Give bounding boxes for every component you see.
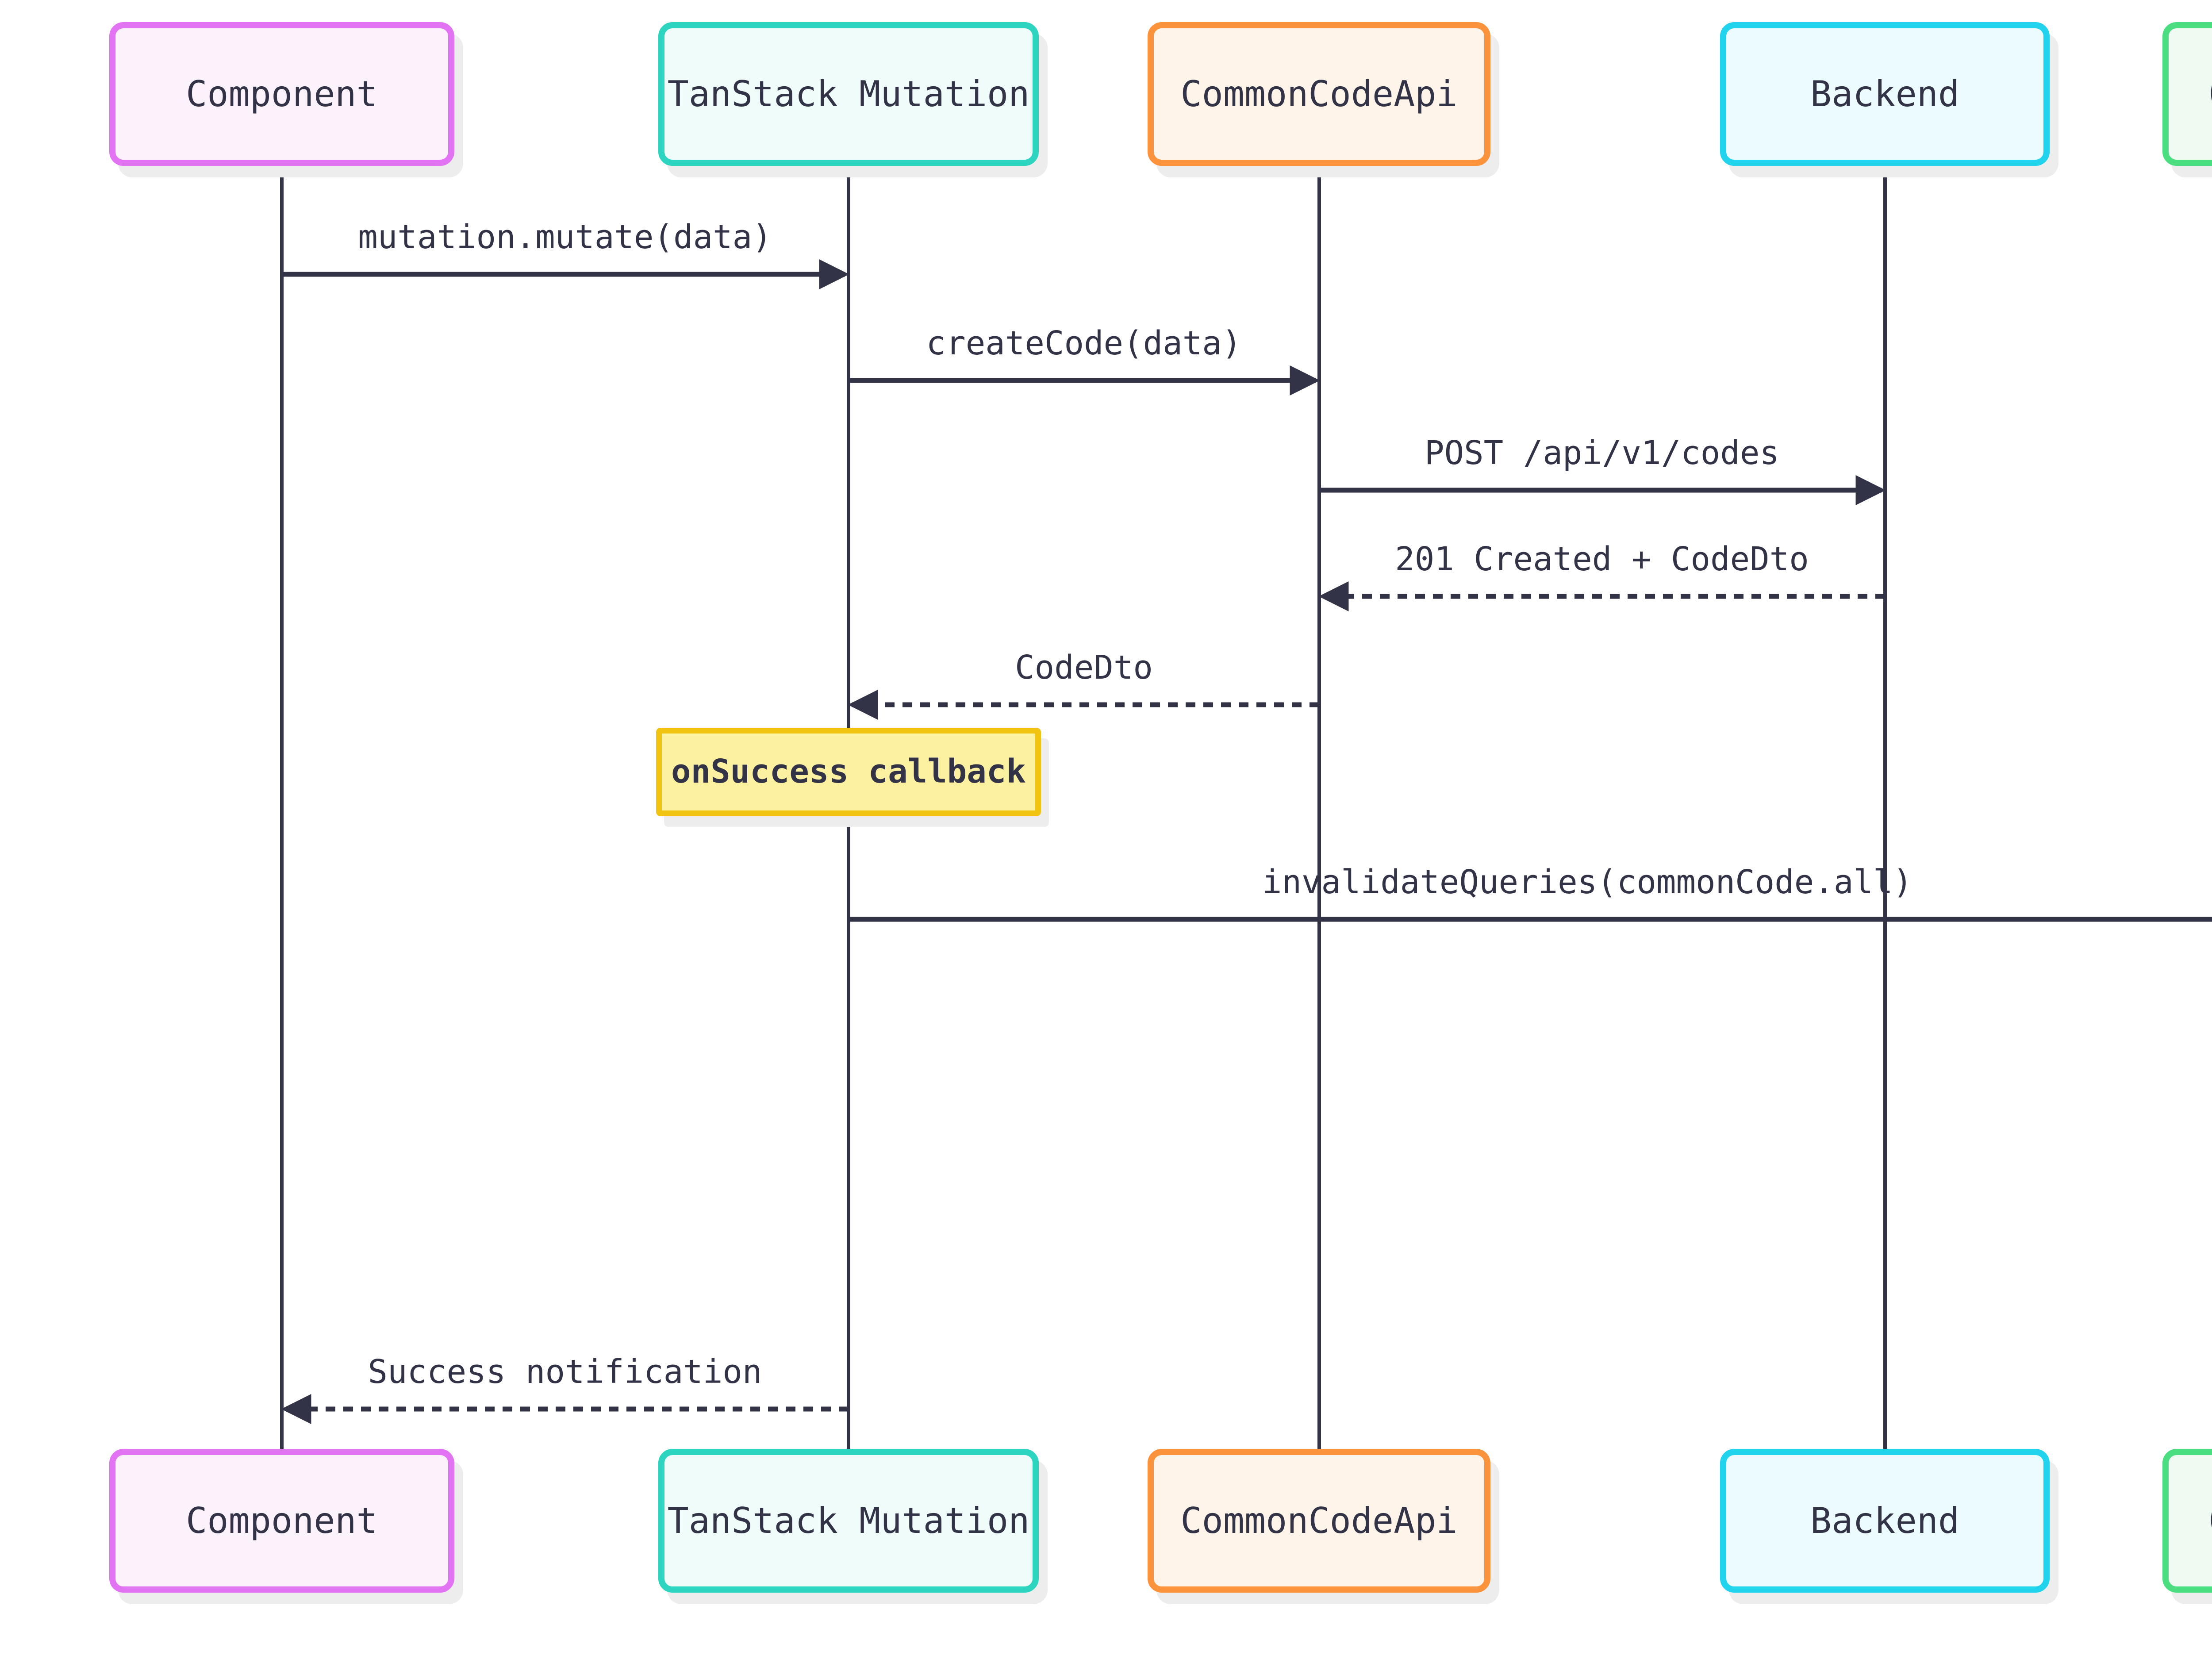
actor-label: QueryClient [2209, 1500, 2212, 1541]
actor-label: TanStack Mutation [667, 73, 1030, 115]
message-label-mutation-mutate: mutation.mutate(data) [358, 218, 772, 256]
actor-label: CommonCodeApi [1180, 1500, 1458, 1541]
actor-top-commoncodeapi: CommonCodeApi [1148, 22, 1490, 166]
message-label-createcode: createCode(data) [926, 324, 1242, 362]
actor-label: Component [186, 73, 378, 115]
actor-label: QueryClient [2209, 73, 2212, 115]
note-onsuccess-callback: onSuccess callback [656, 728, 1041, 816]
actor-bottom-backend: Backend [1720, 1449, 2050, 1593]
actor-label: Component [186, 1500, 378, 1541]
actor-bottom-component: Component [109, 1449, 454, 1593]
actor-label: CommonCodeApi [1180, 73, 1458, 115]
actor-label: Backend [1810, 73, 1960, 115]
actor-label: TanStack Mutation [667, 1500, 1030, 1541]
actor-label: Backend [1810, 1500, 1960, 1541]
actor-bottom-queryclient: QueryClient [2162, 1449, 2212, 1593]
message-label-codedto: CodeDto [1015, 649, 1153, 687]
message-label-success-notification: Success notification [368, 1353, 762, 1391]
message-label-201-created: 201 Created + CodeDto [1395, 540, 1809, 578]
message-label-post-codes: POST /api/v1/codes [1425, 434, 1779, 472]
actor-top-component: Component [109, 22, 454, 166]
message-label-invalidatequeries: invalidateQueries(commonCode.all) [1262, 863, 1913, 901]
actor-bottom-commoncodeapi: CommonCodeApi [1148, 1449, 1490, 1593]
actor-top-tanstack: TanStack Mutation [658, 22, 1039, 166]
actor-bottom-tanstack: TanStack Mutation [658, 1449, 1039, 1593]
actor-top-backend: Backend [1720, 22, 2050, 166]
actor-top-queryclient: QueryClient [2162, 22, 2212, 166]
